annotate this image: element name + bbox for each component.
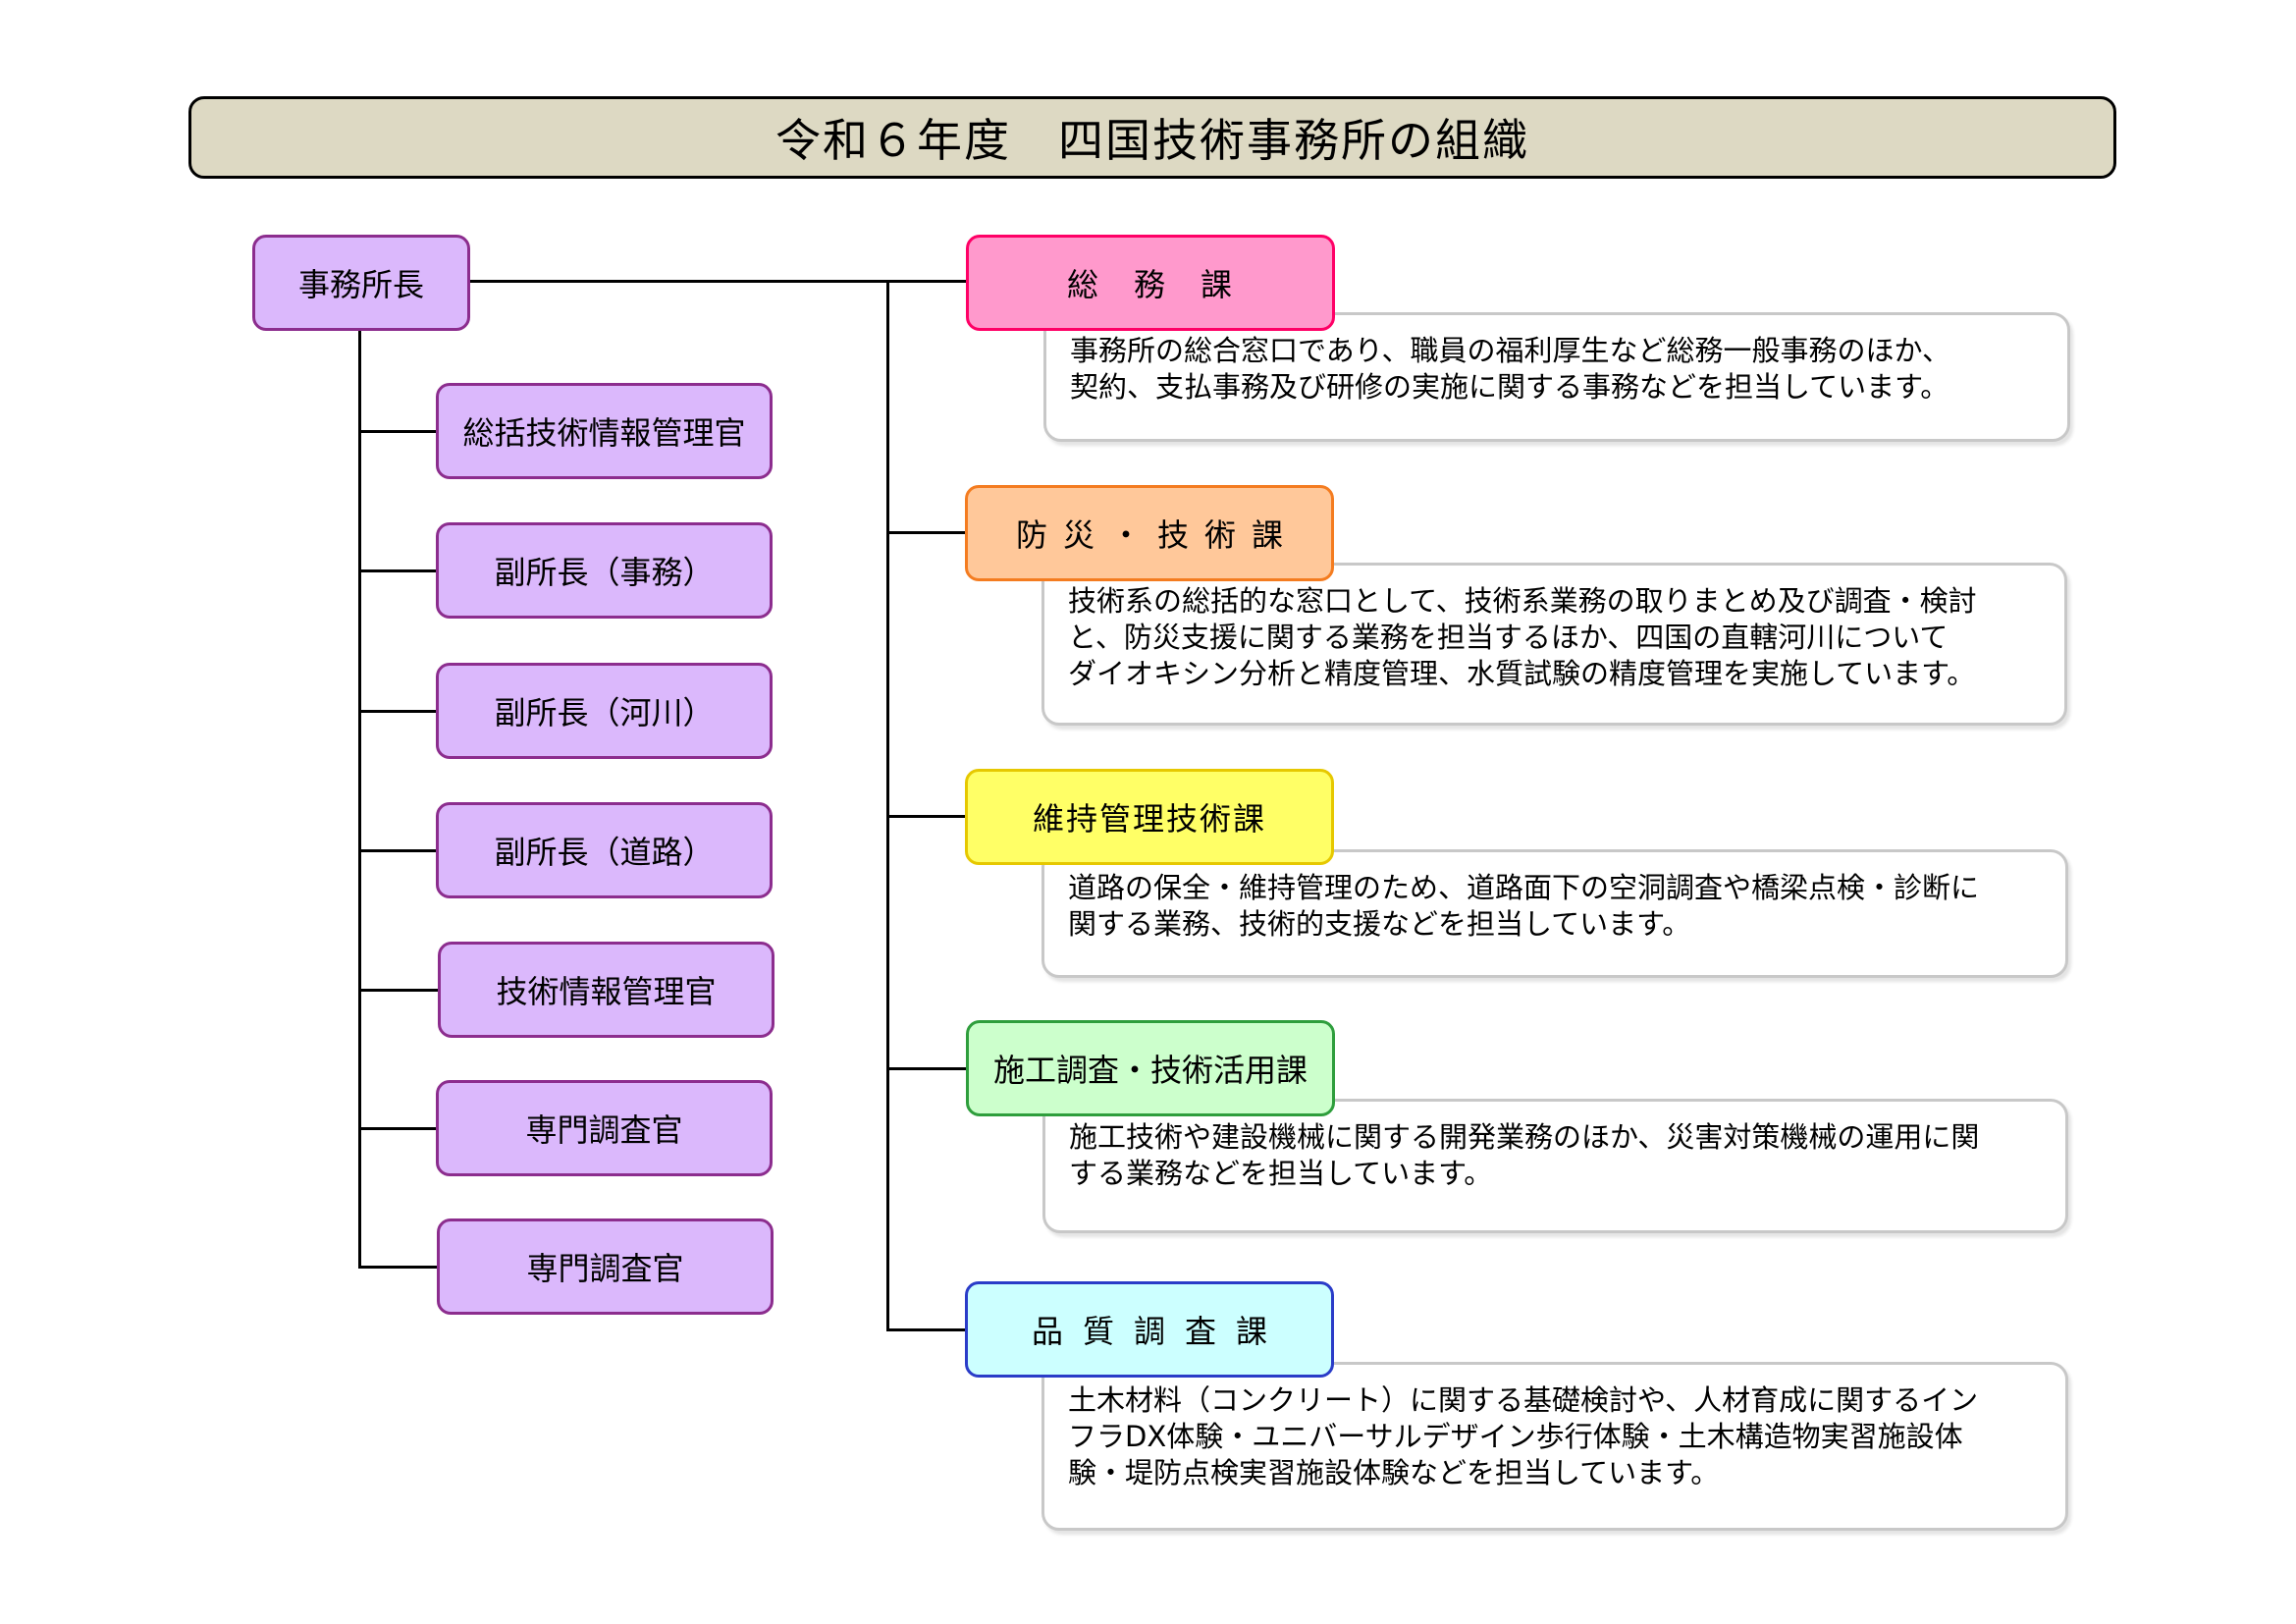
- connector-departments-trunk: [886, 280, 889, 1330]
- description-line: 土木材料（コンクリート）に関する基礎検討や、人材育成に関するイン: [1068, 1383, 1979, 1417]
- connector-staff-branch: [358, 430, 437, 433]
- dept-box-maintenance-tech: 維持管理技術課: [965, 769, 1334, 865]
- connector-staff-branch: [358, 1127, 437, 1130]
- description-line: フラDX体験・ユニバーサルデザイン歩行体験・土木構造物実習施設体: [1068, 1420, 1963, 1453]
- dept-box-disaster-tech: 防災・技術課: [965, 485, 1334, 581]
- connector-staff-branch: [358, 849, 437, 852]
- dept-box-construction-survey: 施工調査・技術活用課: [966, 1020, 1335, 1116]
- description-line: 技術系の総括的な窓口として、技術系業務の取りまとめ及び調査・検討: [1068, 584, 1977, 618]
- connector-staff-trunk: [358, 328, 361, 1266]
- connector-dept-branch: [886, 1067, 967, 1070]
- description-line: 事務所の総合窓口であり、職員の福利厚生など総務一般事務のほか、: [1070, 334, 1950, 367]
- connector-dept-branch: [886, 815, 967, 818]
- description-line: 験・堤防点検実習施設体験などを担当しています。: [1068, 1456, 1720, 1489]
- connector-head-to-departments: [469, 280, 970, 283]
- description-line: と、防災支援に関する業務を担当するほか、四国の直轄河川について: [1068, 621, 1949, 654]
- staff-box-chief-tech-info-officer: 総括技術情報管理官: [436, 383, 773, 479]
- dept-description-maintenance-tech: 道路の保全・維持管理のため、道路面下の空洞調査や橋梁点検・診断に 関する業務、技…: [1041, 849, 2068, 978]
- connector-staff-branch: [358, 710, 437, 713]
- office-director-box: 事務所長: [252, 235, 470, 331]
- staff-box-deputy-admin: 副所長（事務）: [436, 522, 773, 619]
- connector-staff-branch: [358, 569, 437, 572]
- description-line: 関する業務、技術的支援などを担当しています。: [1068, 907, 1691, 941]
- description-line: ダイオキシン分析と精度管理、水質試験の精度管理を実施しています。: [1068, 657, 1976, 690]
- description-line: する業務などを担当しています。: [1069, 1157, 1493, 1190]
- connector-dept-branch: [886, 1328, 967, 1331]
- dept-box-quality-survey: 品質調査課: [965, 1281, 1334, 1378]
- dept-box-general-affairs: 総 務 課: [966, 235, 1335, 331]
- page-title: 令和６年度 四国技術事務所の組織: [188, 96, 2116, 179]
- staff-box-tech-info-officer: 技術情報管理官: [438, 942, 774, 1038]
- staff-box-deputy-road: 副所長（道路）: [436, 802, 773, 898]
- description-line: 契約、支払事務及び研修の実施に関する事務などを担当しています。: [1070, 370, 1949, 404]
- connector-staff-branch: [358, 1266, 437, 1269]
- connector-staff-branch: [358, 989, 439, 992]
- dept-description-construction-survey: 施工技術や建設機械に関する開発業務のほか、災害対策機械の運用に関 する業務などを…: [1042, 1099, 2068, 1233]
- staff-box-specialist-2: 専門調査官: [437, 1218, 774, 1315]
- connector-dept-branch: [886, 531, 967, 534]
- dept-description-disaster-tech: 技術系の総括的な窓口として、技術系業務の取りまとめ及び調査・検討 と、防災支援に…: [1041, 563, 2067, 726]
- staff-box-specialist-1: 専門調査官: [436, 1080, 773, 1176]
- description-line: 施工技術や建設機械に関する開発業務のほか、災害対策機械の運用に関: [1069, 1120, 1980, 1154]
- staff-box-deputy-river: 副所長（河川）: [436, 663, 773, 759]
- dept-description-quality-survey: 土木材料（コンクリート）に関する基礎検討や、人材育成に関するイン フラDX体験・…: [1041, 1362, 2068, 1531]
- dept-description-general-affairs: 事務所の総合窓口であり、職員の福利厚生など総務一般事務のほか、 契約、支払事務及…: [1043, 312, 2070, 442]
- description-line: 道路の保全・維持管理のため、道路面下の空洞調査や橋梁点検・診断に: [1068, 871, 1980, 904]
